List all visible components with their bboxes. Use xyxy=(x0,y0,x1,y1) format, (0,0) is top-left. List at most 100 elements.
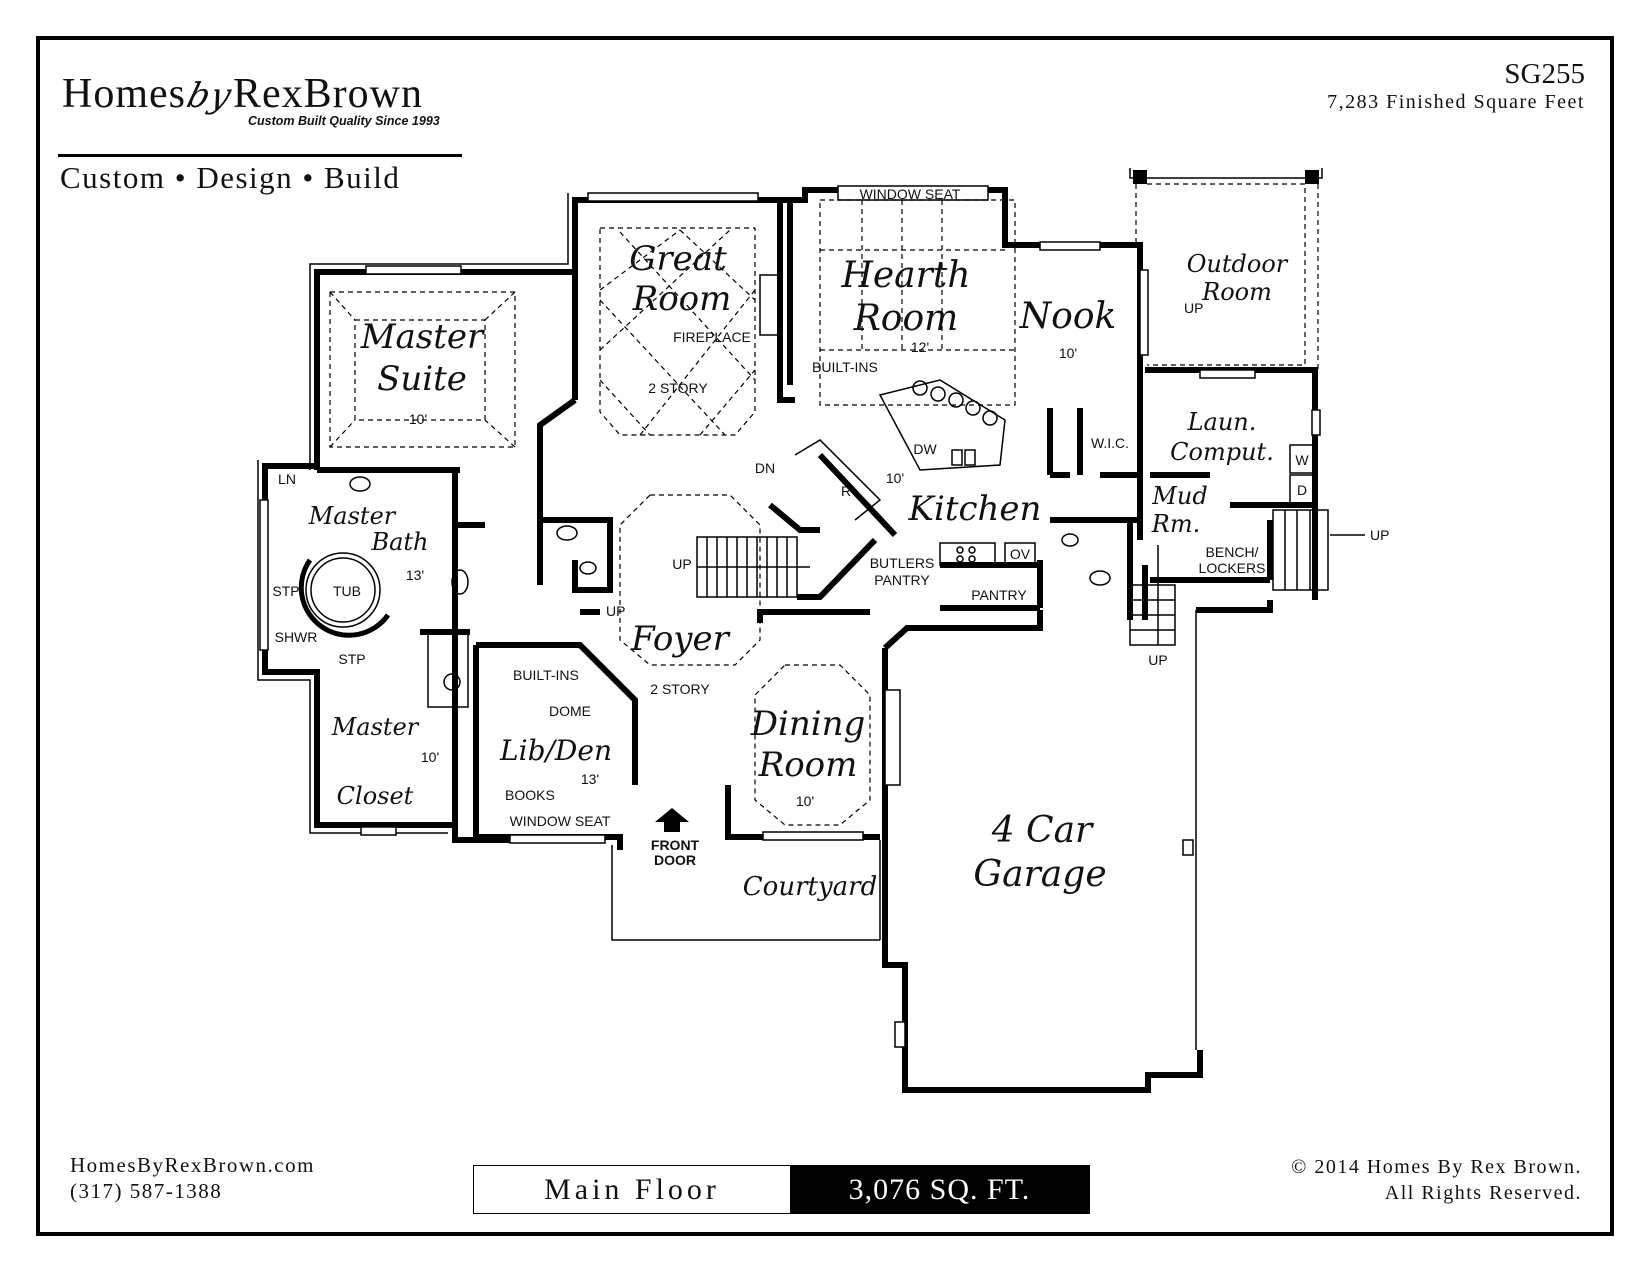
cooktop xyxy=(939,542,996,566)
step-label-2: STP xyxy=(338,651,365,667)
window-seat-lib: WINDOW SEAT xyxy=(510,813,611,829)
foyer-label: Foyer xyxy=(630,619,731,659)
garage-label-2: Garage xyxy=(973,854,1106,895)
ceiling-details xyxy=(329,199,1016,826)
dishwasher-label: DW xyxy=(913,441,937,457)
window-seat-hearth: WINDOW SEAT xyxy=(860,186,961,202)
contact-info: HomesByRexBrown.com (317) 587-1388 xyxy=(70,1152,315,1204)
brand-name-homes: Homes xyxy=(62,71,186,117)
dining-room-label-1: Dining xyxy=(750,704,866,744)
toilet-icon xyxy=(1061,533,1079,547)
mud-room-label-1: Mud xyxy=(1151,482,1207,510)
brand-name-rexbrown: RexBrown xyxy=(232,71,423,117)
great-room-label-2: Room xyxy=(632,279,732,319)
sink-icon xyxy=(556,525,578,541)
step-label-1: STP xyxy=(272,583,299,599)
front-door-label-2: DOOR xyxy=(654,852,696,868)
oven-label: OV xyxy=(1010,546,1031,562)
hearth-room-label-2: Room xyxy=(853,298,959,339)
refrigerator-label: R xyxy=(841,483,851,499)
great-room-label-1: Great xyxy=(629,239,727,279)
master-suite-label-1: Master xyxy=(360,317,485,357)
floor-label: Main Floor xyxy=(544,1172,720,1206)
annotations: WINDOW SEAT FIREPLACE BUILT-INS DN R DW … xyxy=(272,186,1389,868)
floor-title-box: Main Floor 3,076 SQ. FT. xyxy=(473,1165,1090,1214)
fixtures xyxy=(298,274,1316,832)
website-link[interactable]: HomesByRexBrown.com xyxy=(70,1153,315,1177)
wic-label: W.I.C. xyxy=(1091,435,1129,451)
washer xyxy=(1289,444,1316,474)
dome-label: DOME xyxy=(549,703,591,719)
master-bath-label-2: Bath xyxy=(370,528,428,556)
copyright-line: © 2014 Homes By Rex Brown. xyxy=(1291,1156,1582,1178)
dining-room-label-2: Room xyxy=(758,745,858,785)
master-closet-ceiling: 10' xyxy=(421,749,439,765)
interior-walls xyxy=(317,200,1315,825)
brand-name: HomesbyRexBrown xyxy=(62,70,423,118)
mudroom-stairs xyxy=(1129,509,1365,646)
tub-label: TUB xyxy=(333,583,361,599)
phone-number: (317) 587-1388 xyxy=(70,1179,223,1203)
fireplace-label: FIREPLACE xyxy=(673,329,751,345)
front-door-arrow-icon xyxy=(655,808,689,832)
sink-icon xyxy=(1089,570,1111,586)
master-bath-label-1: Master xyxy=(308,502,397,530)
tub-icon xyxy=(305,552,381,628)
floor-sqft: 3,076 SQ. FT. xyxy=(790,1166,1089,1213)
sink-icon xyxy=(451,569,469,595)
bench-lockers-label-1: BENCH/ xyxy=(1206,544,1259,560)
plan-header: SG255 7,283 Finished Square Feet xyxy=(1327,58,1585,114)
windows xyxy=(259,185,1321,1048)
linen-label: LN xyxy=(278,471,296,487)
sink-icon xyxy=(349,476,371,492)
master-bath-ceiling: 13' xyxy=(406,567,424,583)
dryer-label: D xyxy=(1297,482,1307,498)
outdoor-room-label-2: Room xyxy=(1201,278,1272,306)
hearth-room-label-1: Hearth xyxy=(840,255,970,296)
rights-line: All Rights Reserved. xyxy=(1384,1182,1582,1204)
main-staircase xyxy=(696,439,898,600)
fireplace-icon xyxy=(759,274,783,336)
side-stair-up-label: UP xyxy=(1370,527,1389,543)
dining-room-ceiling: 10' xyxy=(796,793,814,809)
garage-label-1: 4 Car xyxy=(991,810,1094,851)
pantry-label: PANTRY xyxy=(971,587,1027,603)
lib-up-label: UP xyxy=(606,603,625,619)
built-ins-hearth: BUILT-INS xyxy=(812,359,878,375)
nook-ceiling: 10' xyxy=(1059,345,1077,361)
master-suite-label-2: Suite xyxy=(377,359,467,399)
page-border xyxy=(36,36,1614,1236)
brand-logo: HomesbyRexBrown Custom Built Quality Sin… xyxy=(58,62,468,195)
brand-services: Custom • Design • Build xyxy=(60,160,401,195)
kitchen-label: Kitchen xyxy=(908,489,1042,529)
room-labels: Great Room 2 STORY Hearth Room 12' Nook … xyxy=(308,239,1289,902)
plan-finished-sqft: 7,283 Finished Square Feet xyxy=(1327,91,1585,113)
plan-code: SG255 xyxy=(1504,58,1585,90)
kitchen-island xyxy=(878,379,1006,471)
mud-room-label-2: Rm. xyxy=(1151,510,1200,538)
great-room-note: 2 STORY xyxy=(648,380,708,396)
courtyard-label: Courtyard xyxy=(743,872,877,902)
brand-tagline: Custom Built Quality Since 1993 xyxy=(248,114,440,128)
copyright-notice: © 2014 Homes By Rex Brown. All Rights Re… xyxy=(1291,1154,1582,1206)
built-ins-lib: BUILT-INS xyxy=(513,667,579,683)
garage-up-label: UP xyxy=(1148,652,1167,668)
laundry-label-2: Comput. xyxy=(1170,438,1274,466)
shower-label: SHWR xyxy=(275,629,318,645)
butlers-pantry-label-1: BUTLERS xyxy=(870,555,935,571)
dryer xyxy=(1289,474,1316,504)
washer-label: W xyxy=(1295,452,1309,468)
laundry-label-1: Laun. xyxy=(1187,408,1257,436)
bench-lockers-label-2: LOCKERS xyxy=(1199,560,1266,576)
lib-den-label: Lib/Den xyxy=(499,734,612,767)
toilet-icon xyxy=(443,673,461,691)
front-door-label-1: FRONT xyxy=(651,837,700,853)
toilet-icon xyxy=(579,561,597,575)
kitchen-ceiling: 10' xyxy=(886,470,904,486)
master-closet-label-1: Master xyxy=(331,713,420,741)
books-label: BOOKS xyxy=(505,787,555,803)
stair-dn-label: DN xyxy=(755,460,775,476)
outdoor-room-label-1: Outdoor xyxy=(1187,250,1289,278)
nook-label: Nook xyxy=(1019,296,1117,337)
